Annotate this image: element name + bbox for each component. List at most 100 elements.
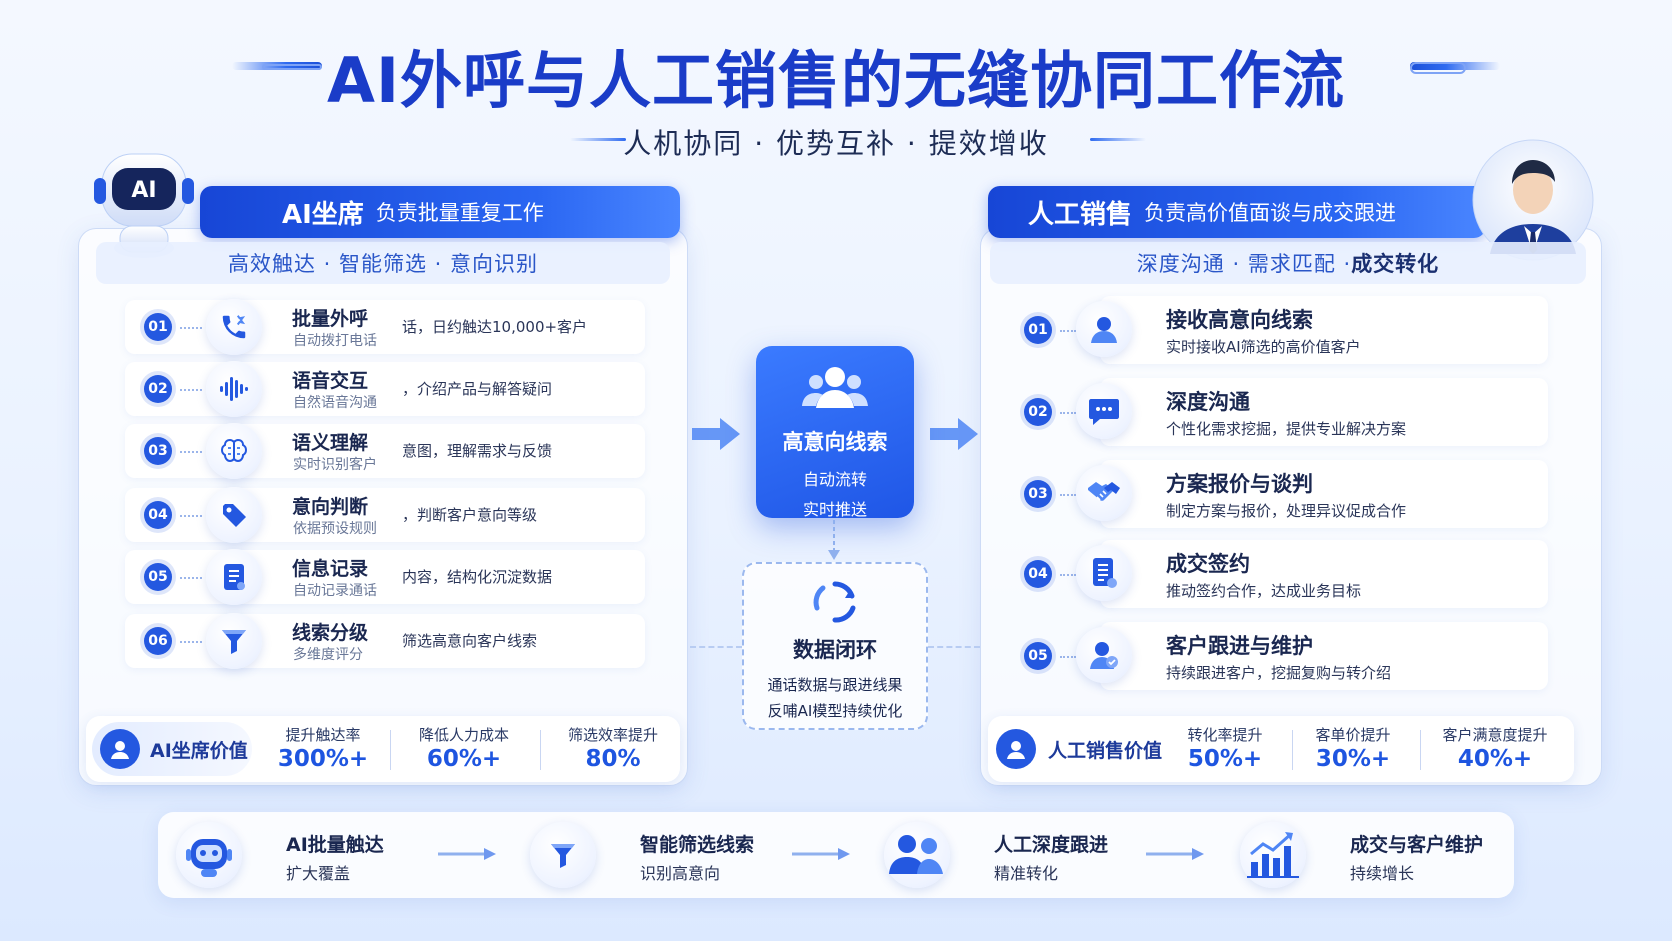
sales-heading: 人工销售 bbox=[1028, 199, 1133, 230]
loop-left-dashes bbox=[690, 646, 742, 648]
flow-arrow-icon bbox=[792, 846, 852, 866]
page-title: AI外呼与人工销售的无缝协同工作流 bbox=[326, 44, 1346, 117]
ai-task-number: 01 bbox=[144, 313, 172, 341]
sales-task-title: 接收高意向线索 bbox=[1166, 308, 1313, 332]
robot-face-label: AI bbox=[131, 178, 157, 203]
person-icon bbox=[1088, 313, 1120, 345]
left-stat-label: 筛选效率提升 bbox=[567, 726, 658, 744]
sales-task-description: 持续跟进客户，挖掘复购与转介绍 bbox=[1166, 664, 1392, 682]
ai-task-title: 意向判断 bbox=[292, 496, 369, 518]
ai-task-connector bbox=[180, 515, 202, 517]
sales-task-row bbox=[1100, 378, 1548, 446]
ai-task-number: 02 bbox=[144, 375, 172, 403]
stat-divider bbox=[1292, 730, 1293, 770]
right-stat-value: 40%+ bbox=[1457, 746, 1533, 772]
ai-task-description: 话，日约触达10,000+客户 bbox=[402, 318, 588, 336]
data-loop-title: 数据闭环 bbox=[793, 638, 877, 662]
ai-task-subtitle: 自动拨打电话 bbox=[293, 333, 377, 349]
ai-task-row bbox=[125, 362, 645, 416]
right-stat-value: 30%+ bbox=[1315, 746, 1391, 772]
ai-task-number: 04 bbox=[144, 501, 172, 529]
document-icon bbox=[220, 562, 248, 592]
refresh-cycle-icon bbox=[744, 578, 926, 626]
sales-task-icon-holder bbox=[1076, 545, 1132, 601]
right-stat-value: 50%+ bbox=[1187, 746, 1263, 772]
chat-bubble-icon bbox=[1087, 395, 1121, 427]
flow-step-title: AI批量触达 bbox=[286, 834, 384, 856]
sales-task-connector bbox=[1060, 494, 1076, 496]
ai-task-title: 信息记录 bbox=[292, 558, 369, 580]
flow-step: 成交与客户维护 持续增长 bbox=[1240, 822, 1540, 888]
sales-task-description: 个性化需求挖掘，提供专业解决方案 bbox=[1166, 420, 1407, 438]
ai-task-number: 03 bbox=[144, 437, 172, 465]
title-decoration-right-bar bbox=[1410, 62, 1466, 74]
ai-task-number: 05 bbox=[144, 563, 172, 591]
tag-icon bbox=[219, 500, 249, 530]
sales-task-icon-holder bbox=[1076, 301, 1132, 357]
high-intent-lead-line2: 实时推送 bbox=[802, 500, 867, 519]
phone-icon bbox=[219, 312, 249, 342]
sales-task-number: 03 bbox=[1024, 480, 1052, 508]
sales-task-connector bbox=[1060, 656, 1076, 658]
sales-task-connector bbox=[1060, 330, 1076, 332]
ai-task-title: 批量外呼 bbox=[292, 308, 369, 330]
ai-task-title: 语音交互 bbox=[292, 370, 369, 392]
right-stat-label: 转化率提升 bbox=[1187, 726, 1263, 744]
title-decoration-right bbox=[1410, 62, 1500, 70]
ai-task-icon-holder bbox=[206, 613, 262, 669]
sales-task-number: 05 bbox=[1024, 642, 1052, 670]
right-stat-label: 客户满意度提升 bbox=[1442, 726, 1548, 744]
right-stat-label: 客单价提升 bbox=[1315, 726, 1391, 744]
funnel-icon bbox=[548, 840, 578, 870]
title-decoration-left-bar bbox=[262, 64, 322, 70]
flow-step-subtitle: 识别高意向 bbox=[640, 864, 721, 883]
stat-divider bbox=[1420, 730, 1421, 770]
sales-task-row bbox=[1100, 296, 1548, 364]
growth-chart-icon bbox=[1245, 830, 1301, 880]
ai-task-title: 语义理解 bbox=[292, 432, 369, 454]
flow-step: 智能筛选线索 识别高意向 bbox=[530, 822, 830, 888]
sales-heading-desc: 负责高价值面谈与成交跟进 bbox=[1144, 201, 1397, 225]
ai-task-subtitle: 多维度评分 bbox=[293, 647, 363, 663]
sales-value-label: 人工销售价值 bbox=[1048, 739, 1163, 762]
ai-value-avatar-icon bbox=[100, 729, 140, 769]
ai-task-description: 内容，结构化沉淀数据 bbox=[402, 568, 553, 586]
sales-tagline: 深度沟通 · 需求匹配 · 成交转化 bbox=[990, 242, 1586, 284]
sales-task-connector bbox=[1060, 412, 1076, 414]
data-loop-line1: 通话数据与跟进线果 bbox=[767, 676, 903, 694]
ai-task-icon-holder bbox=[206, 423, 262, 479]
subtitle-decoration-right bbox=[1090, 138, 1146, 141]
sales-task-number: 01 bbox=[1024, 316, 1052, 344]
ai-task-subtitle: 自动记录通话 bbox=[293, 583, 377, 599]
ai-task-connector bbox=[180, 451, 202, 453]
soundwave-icon bbox=[218, 374, 250, 404]
flow-step-subtitle: 精准转化 bbox=[994, 864, 1059, 883]
ai-agent-heading: AI坐席 bbox=[282, 199, 364, 230]
team-icon bbox=[887, 830, 947, 880]
flow-arrow-icon bbox=[438, 846, 498, 866]
title-decoration-left bbox=[232, 62, 322, 70]
ai-agent-tagline: 高效触达 · 智能筛选 · 意向识别 bbox=[96, 242, 670, 284]
left-stat-value: 300%+ bbox=[277, 746, 369, 772]
flow-arrow-icon bbox=[1146, 846, 1206, 866]
flow-step-subtitle: 持续增长 bbox=[1350, 864, 1415, 883]
ai-task-title: 线索分级 bbox=[292, 622, 369, 644]
ai-task-icon-holder bbox=[206, 299, 262, 355]
ai-task-icon-holder bbox=[206, 361, 262, 417]
team-icon bbox=[756, 362, 914, 418]
high-intent-lead-title: 高意向线索 bbox=[782, 430, 888, 454]
sales-tagline-part-a: 深度沟通 · 需求匹配 · bbox=[1136, 252, 1352, 276]
brain-icon bbox=[219, 436, 249, 466]
ai-agent-heading-desc: 负责批量重复工作 bbox=[375, 201, 544, 225]
customer-care-icon bbox=[1088, 639, 1120, 671]
ai-value-label: AI坐席价值 bbox=[150, 739, 248, 762]
sales-value-avatar-icon bbox=[996, 729, 1036, 769]
sales-task-connector bbox=[1060, 574, 1076, 576]
ai-task-connector bbox=[180, 389, 202, 391]
sales-task-number: 04 bbox=[1024, 560, 1052, 588]
flow-step: AI批量触达 扩大覆盖 bbox=[176, 822, 476, 888]
flow-step-title: 智能筛选线索 bbox=[640, 834, 755, 856]
ai-task-connector bbox=[180, 577, 202, 579]
sales-task-row bbox=[1100, 622, 1548, 690]
contract-icon bbox=[1089, 556, 1119, 590]
